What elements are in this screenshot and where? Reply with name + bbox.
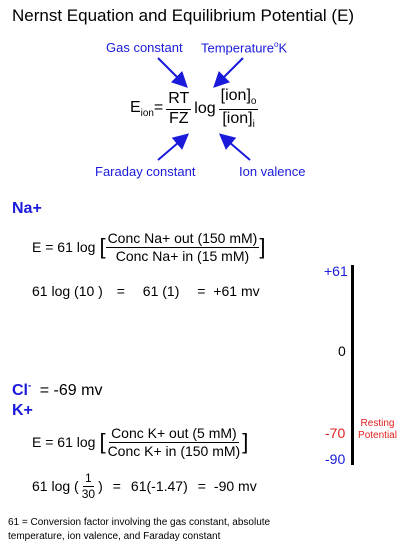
k-equals2: = [197, 478, 206, 495]
k-numerator: Conc K+ out (5 mM) [109, 425, 239, 443]
cl-heading: Cl- [12, 381, 32, 400]
ion-in: [ion]i [222, 109, 255, 130]
k-step2: 61(-1.47) [130, 478, 188, 495]
na-result: +61 mv [213, 283, 260, 299]
k-equals1: = [112, 478, 121, 495]
k-frac-num: 1 [83, 471, 94, 487]
k-denominator: Conc K+ in (150 mM) [107, 442, 241, 459]
faraday-constant-label: Faraday constant [95, 164, 196, 179]
gas-constant-label: Gas constant [106, 40, 183, 55]
k-eq-prefix: E = 61 log [32, 434, 96, 451]
na-equation: E = 61 log [ Conc Na+ out (150 mM) Conc … [32, 231, 265, 263]
footnote: 61 = Conversion factor involving the gas… [8, 516, 270, 544]
scale-minus-90: -90 [325, 451, 346, 467]
cl-value: = -69 mv [39, 382, 103, 400]
na-equals2: = [197, 283, 206, 299]
na-open-bracket: [ [99, 234, 106, 260]
faraday-constant-arrow [157, 133, 190, 161]
resting-label-line2: Potential [358, 430, 397, 441]
k-equation: E = 61 log [ Conc K+ out (5 mM) Conc K+ … [32, 426, 248, 458]
ion-out: [ion]o [218, 87, 259, 110]
k-result-line: 61 log ( 1 30 ) = 61(-1.47) = -90 mv [32, 472, 257, 500]
ion-ratio: [ion]o [ion]i [218, 87, 259, 130]
resting-label-line1: Resting [360, 418, 395, 429]
potential-scale-line [351, 265, 354, 465]
k-frac-den: 30 [81, 486, 96, 501]
ion-valence-label: Ion valence [239, 164, 306, 179]
na-step1: 61 log (10 ) [32, 283, 103, 299]
temperature-arrow [213, 57, 244, 88]
rt-over-fz: RT FZ [166, 90, 192, 128]
scale-plus-61: +61 [324, 263, 348, 279]
na-close-bracket: ] [259, 234, 266, 260]
nernst-equation: Eion= RT FZ log [ion]o [ion]i [130, 87, 259, 130]
cl-line: Cl- = -69 mv [12, 381, 102, 400]
k-open-bracket: [ [99, 429, 106, 455]
na-result-line: 61 log (10 ) = 61 (1) = +61 mv [32, 283, 260, 299]
resting-potential-label: Resting Potential [355, 418, 400, 442]
temperature-text: Temperature [201, 40, 274, 56]
scale-minus-70: -70 [325, 425, 346, 441]
equation-lhs: Eion= [130, 99, 164, 120]
temperature-degree: o [273, 40, 279, 49]
footnote-line1: 61 = Conversion factor involving the gas… [8, 517, 271, 528]
k-result: -90 mv [213, 478, 257, 495]
na-equals1: = [116, 283, 125, 299]
page-title: Nernst Equation and Equilibrium Potentia… [12, 6, 355, 25]
na-numerator: Conc Na+ out (150 mM) [105, 230, 260, 248]
scale-zero: 0 [338, 343, 346, 359]
na-ratio: Conc Na+ out (150 mM) Conc Na+ in (15 mM… [105, 230, 260, 264]
na-denominator: Conc Na+ in (15 mM) [115, 247, 250, 264]
gas-constant-arrow [157, 57, 188, 88]
fz-denominator: FZ [169, 109, 189, 127]
rt-numerator: RT [166, 90, 192, 110]
temperature-label: TemperatureoK [201, 40, 287, 55]
k-close-bracket: ] [242, 429, 249, 455]
ion-valence-arrow [218, 133, 251, 161]
na-eq-prefix: E = 61 log [32, 239, 96, 256]
log-text: log [194, 100, 216, 118]
k-one-over-thirty: 1 30 [80, 472, 97, 500]
k-ratio: Conc K+ out (5 mM) Conc K+ in (150 mM) [106, 426, 243, 458]
k-step1-suffix: ) [98, 478, 103, 495]
temperature-kelvin: K [278, 40, 288, 56]
annotation-arrows [157, 57, 251, 161]
footnote-line2: temperature, ion valence, and Faraday co… [8, 531, 221, 542]
na-heading: Na+ [12, 200, 42, 217]
k-step1-prefix: 61 log ( [32, 478, 79, 495]
k-heading: K+ [12, 402, 33, 419]
na-step2: 61 (1) [142, 283, 180, 299]
